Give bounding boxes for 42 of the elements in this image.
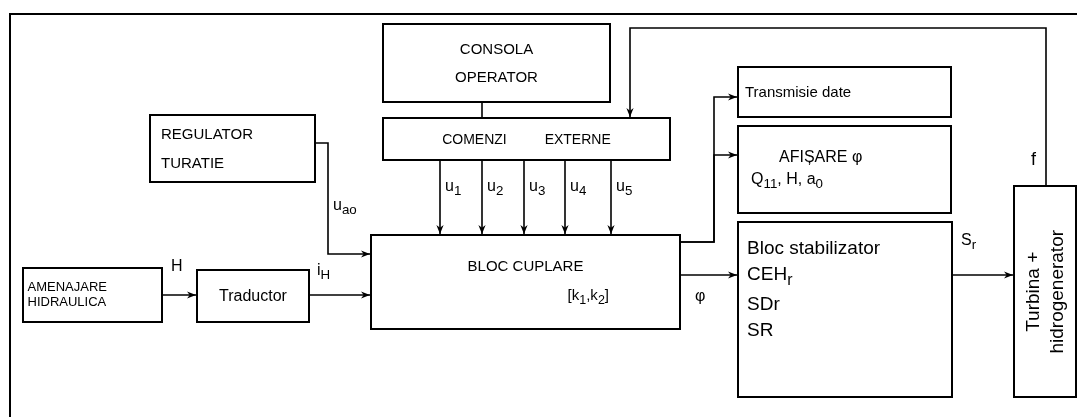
arrow [162,291,197,299]
box-label: [k$_{1}$,k$_{2}$] [567,285,609,308]
box-label: SR [747,318,774,341]
process-box [737,221,953,398]
process-box [196,269,310,323]
arrow [520,160,528,235]
arrow [607,160,615,235]
process-box [382,23,611,103]
box-label: Bloc stabilizator [747,237,881,259]
process-box [22,267,163,323]
box-label: CEH$_{r}$ [747,262,793,289]
box-label: Transmisie date [745,83,852,101]
arrow [561,160,569,235]
arrow [315,142,371,258]
box-label: AFIȘARE φ [779,147,863,166]
arrow [680,151,738,243]
box-label: Traductor [219,286,287,306]
arrow [436,160,444,235]
process-box [1013,185,1077,398]
process-box [370,234,681,330]
box-label: Turbina + hidrogenerator [1021,228,1068,356]
box-label: SDr [747,292,780,315]
process-box [737,66,952,118]
edge-label: f [1030,150,1037,168]
box-label: CONSOLA OPERATOR [454,38,539,87]
box-label: REGULATOR TURATIE [161,124,254,173]
process-box [149,114,316,183]
arrow [478,160,486,235]
process-box [382,117,671,161]
edge-label: i$_{H}$ [316,262,332,282]
arrow [626,27,1047,186]
box-label: AMENAJARE HIDRAULICA [27,280,108,310]
box-label: COMENZI EXTERNE [442,130,611,148]
edge-label: S$_{r}$ [960,232,978,252]
arrow [680,271,738,279]
arrow [952,271,1014,279]
process-box [737,125,952,214]
box-label: Q$_{11}$, H, a$_{0}$ [751,169,823,192]
edge-label: H [170,258,184,274]
box-label: BLOC CUPLARE [467,256,584,274]
arrow [309,291,371,299]
connector-line [481,102,483,118]
